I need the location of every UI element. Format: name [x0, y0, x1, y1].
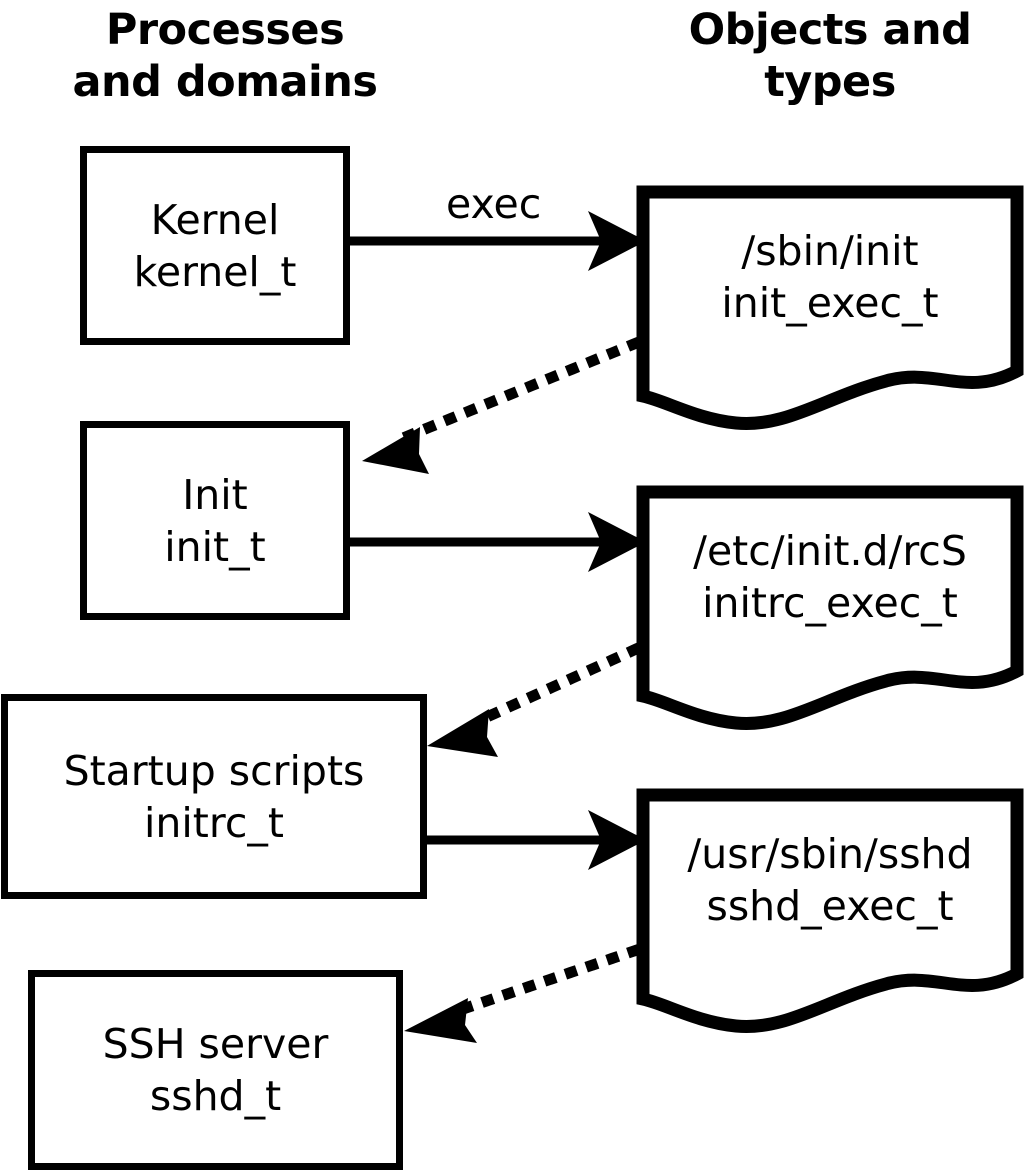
edge-initrc-exec-sshd [427, 810, 646, 870]
process-node-kernel-line2: kernel_t [133, 247, 297, 296]
process-node-kernel-line1: Kernel [150, 195, 280, 244]
object-node-initrc-exec[interactable]: /etc/init.d/rcS initrc_exec_t [636, 485, 1024, 731]
process-node-startup-scripts[interactable]: Startup scripts initrc_t [1, 694, 427, 899]
process-node-init-line1: Init [182, 470, 248, 519]
object-node-init-exec[interactable]: /sbin/init init_exec_t [636, 185, 1024, 431]
edge-init-exec-rcs [350, 512, 646, 572]
process-node-ssh-server-line1: SSH server [102, 1020, 329, 1068]
process-node-ssh-server-line2: sshd_t [149, 1072, 282, 1120]
object-node-sshd-exec[interactable]: /usr/sbin/sshd sshd_exec_t [636, 788, 1024, 1034]
edge-label-exec: exec [446, 180, 542, 228]
process-node-startup-scripts-line1: Startup scripts [63, 746, 365, 795]
column-header-processes: Processes and domains [72, 5, 378, 107]
edge-init-exec-to-init [362, 336, 642, 474]
edge-rcs-to-initrc [427, 642, 642, 757]
process-node-startup-scripts-line2: initrc_t [144, 798, 284, 847]
process-node-init-line2: init_t [164, 522, 266, 571]
process-node-init[interactable]: Init init_t [80, 421, 350, 620]
process-node-kernel[interactable]: Kernel kernel_t [80, 146, 350, 345]
column-header-objects: Objects and types [688, 5, 972, 107]
edge-sshd-exec-to-sshd [404, 944, 641, 1043]
process-node-ssh-server[interactable]: SSH server sshd_t [28, 970, 403, 1170]
